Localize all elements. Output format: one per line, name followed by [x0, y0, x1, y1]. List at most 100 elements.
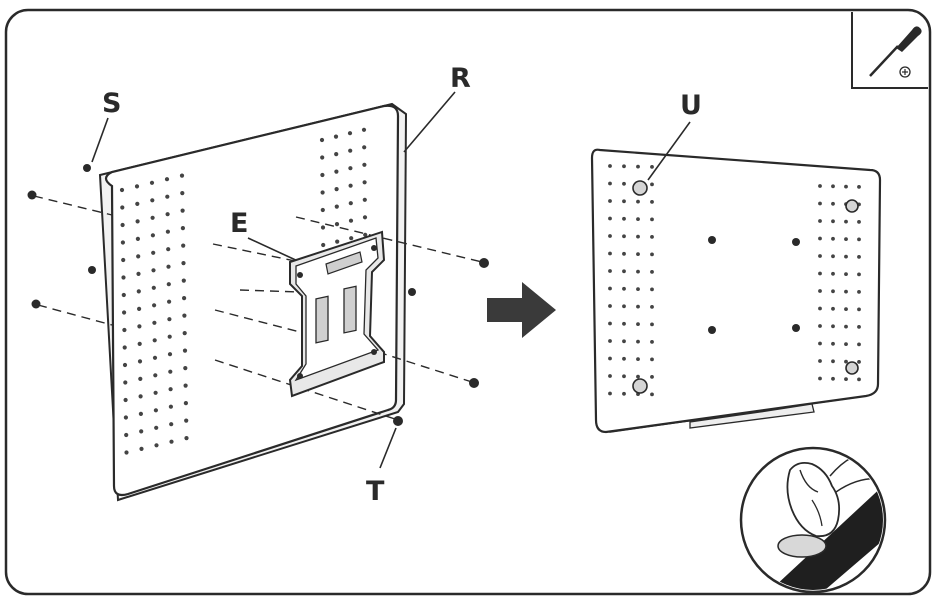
perforation-hole: [831, 201, 835, 206]
perforation-hole: [151, 285, 156, 290]
rubber-feet: [632, 180, 859, 394]
perforation-hole: [362, 145, 367, 150]
perforation-hole: [137, 359, 143, 364]
perforation-hole: [151, 268, 156, 273]
perforation-hole: [137, 306, 142, 311]
perforation-hole: [622, 391, 626, 396]
perforation-hole: [608, 374, 612, 378]
perforation-hole: [182, 296, 187, 301]
perforation-hole: [844, 307, 848, 311]
perforation-hole: [362, 197, 367, 202]
perforation-hole: [650, 270, 654, 274]
perforation-hole: [844, 377, 848, 381]
perforation-hole: [362, 162, 367, 167]
perforation-hole: [857, 377, 861, 382]
perforation-hole: [334, 204, 339, 209]
center-holes: [708, 236, 800, 334]
perforation-hole: [348, 183, 353, 188]
perforation-hole: [818, 324, 822, 328]
perforation-hole: [831, 324, 835, 329]
perforation-hole: [608, 234, 612, 238]
perforation-hole: [857, 342, 861, 347]
perforation-hole: [650, 392, 654, 397]
perforation-hole: [857, 237, 861, 242]
perforation-hole: [608, 181, 612, 186]
perforation-hole: [857, 325, 861, 329]
perforation-hole: [164, 177, 170, 182]
perforation-hole: [636, 217, 640, 222]
right-arrow-icon: [487, 282, 556, 338]
vesa-bracket: [288, 230, 386, 398]
perforation-hole: [844, 289, 848, 294]
perforation-hole: [831, 219, 835, 224]
perforation-hole: [831, 271, 835, 276]
leader-U: [647, 121, 691, 181]
screw-icon: [88, 266, 96, 274]
perforation-hole: [167, 317, 172, 322]
perforation-hole: [181, 243, 186, 248]
perforation-hole: [361, 127, 367, 132]
right-panel-group: U: [590, 90, 882, 434]
screw-icon: [27, 190, 37, 200]
screw-icon: [408, 288, 416, 296]
perforation-hole: [121, 275, 126, 280]
perforation-hole: [622, 356, 626, 361]
perforation-hole: [363, 232, 368, 237]
perforation-hole: [636, 339, 640, 344]
right-panel: [590, 148, 882, 434]
perforation-hole: [831, 306, 835, 311]
perforation-hole: [120, 222, 125, 228]
perforation-hole: [818, 201, 822, 206]
perforation-hole: [608, 216, 612, 221]
perforation-hole: [150, 215, 155, 220]
perforation-hole: [320, 155, 325, 160]
perforation-hole: [636, 304, 640, 309]
perforation-hole: [857, 307, 861, 312]
perforation-hole: [622, 321, 626, 326]
perforation-hole: [831, 376, 835, 381]
perforation-hole: [123, 415, 128, 420]
perforation-hole: [650, 217, 654, 222]
perforation-hole: [122, 310, 127, 315]
perforation-hole: [181, 278, 186, 283]
perforation-hole: [857, 360, 861, 364]
label-U: U: [680, 90, 702, 121]
perforation-hole: [636, 269, 640, 274]
perforation-hole: [622, 374, 626, 379]
perforation-hole: [636, 374, 640, 379]
perforation-hole: [135, 201, 140, 206]
screw-icon: [479, 258, 489, 268]
perforation-hole: [608, 286, 612, 291]
perforation-hole: [622, 251, 626, 256]
perforation-hole: [818, 289, 822, 293]
perforation-hole: [168, 387, 173, 392]
perforation-hole: [650, 375, 654, 379]
perforation-hole: [636, 234, 640, 239]
perforation-hole: [608, 321, 612, 326]
perforation-hole: [153, 373, 158, 378]
perforation-hole: [636, 252, 640, 256]
perforation-hole: [152, 320, 157, 325]
screwdriver-phillips-icon: [869, 26, 922, 78]
perforation-hole: [334, 222, 340, 227]
perforation-hole: [608, 356, 612, 361]
perforation-hole: [818, 306, 822, 311]
perforation-hole: [321, 242, 326, 248]
perforation-hole: [622, 164, 626, 169]
perforation-hole: [608, 199, 612, 203]
perforation-hole: [319, 137, 325, 143]
hand-pressing-pad-icon: [739, 446, 887, 594]
left-panel: [104, 104, 400, 497]
perforation-hole: [622, 339, 626, 344]
screws: [27, 164, 489, 426]
perforation-hole: [139, 429, 144, 434]
perforation-hole: [334, 187, 339, 192]
perforation-hole: [124, 432, 129, 438]
perforation-hole: [180, 226, 185, 231]
perforation-hole: [149, 180, 155, 185]
foot-icon: [845, 199, 859, 213]
perforation-hole: [169, 439, 174, 444]
perforation-hole: [169, 422, 174, 427]
perforation-hole: [650, 182, 654, 187]
